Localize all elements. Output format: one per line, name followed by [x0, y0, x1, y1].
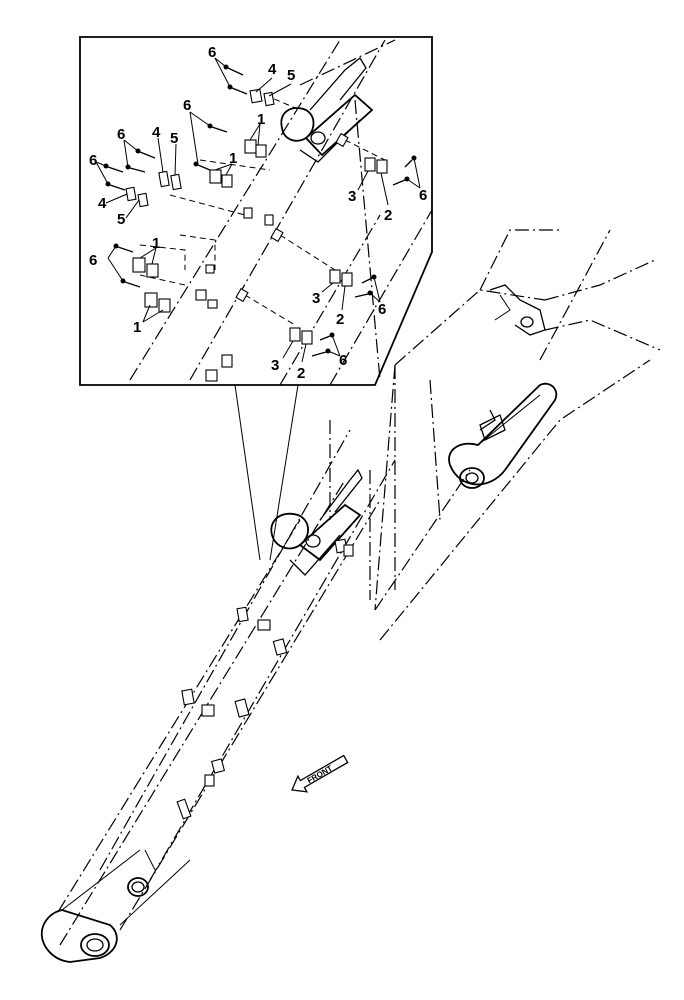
mount-pins — [139, 94, 386, 326]
callout-2: 2 — [384, 207, 392, 224]
front-direction-arrow: FRONT — [291, 754, 349, 793]
callout-3: 3 — [348, 188, 356, 205]
callout-6: 6 — [208, 44, 216, 61]
arrow-left-icon — [291, 754, 349, 793]
callout-numbers: 6 4 5 6 1 6 4 5 6 1 4 5 6 1 1 3 2 6 3 2 … — [89, 44, 427, 382]
callout-2: 2 — [297, 365, 305, 382]
callout-leaders — [95, 57, 421, 363]
callout-1: 1 — [229, 150, 237, 167]
callout-6: 6 — [419, 187, 427, 204]
callout-3: 3 — [271, 357, 279, 374]
callout-1: 1 — [152, 235, 160, 252]
detail-view: 6 4 5 6 1 6 4 5 6 1 4 5 6 1 1 3 2 6 3 2 … — [79, 36, 433, 386]
callout-2: 2 — [336, 311, 344, 328]
callout-4: 4 — [268, 61, 277, 78]
callout-5: 5 — [117, 211, 125, 228]
front-label: FRONT — [306, 764, 334, 786]
callout-1: 1 — [133, 319, 141, 336]
boom-assembly — [40, 229, 661, 963]
callout-6: 6 — [339, 352, 347, 369]
callout-6: 6 — [378, 301, 386, 318]
callout-4: 4 — [152, 124, 161, 141]
callout-6: 6 — [89, 152, 97, 169]
callout-5: 5 — [170, 130, 178, 147]
leader-line-left — [234, 384, 261, 561]
callout-5: 5 — [287, 67, 295, 84]
detail-frame — [79, 36, 433, 386]
bolt-group-a — [223, 64, 248, 95]
callout-6: 6 — [183, 97, 191, 114]
callout-4: 4 — [98, 195, 107, 212]
leader-line-right — [269, 384, 299, 561]
callout-1: 1 — [257, 111, 265, 128]
callout-6: 6 — [117, 126, 125, 143]
parts — [103, 64, 417, 357]
callout-3: 3 — [312, 290, 320, 307]
boom-pads — [176, 354, 288, 820]
callout-6: 6 — [89, 252, 97, 269]
